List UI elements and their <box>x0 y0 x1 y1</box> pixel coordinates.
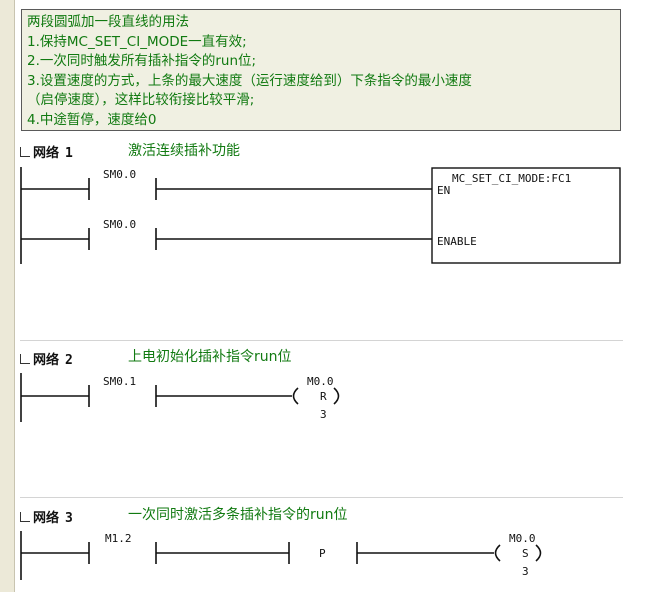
coil-right-arc <box>535 544 542 562</box>
contact-address[interactable]: SM0.0 <box>103 218 136 231</box>
contact-address[interactable]: SM0.0 <box>103 168 136 181</box>
network-number: 2 <box>65 353 73 368</box>
network-3-header[interactable]: 网络 3 <box>20 507 73 526</box>
coil-count[interactable]: 3 <box>522 565 529 578</box>
coil-address[interactable]: M0.0 <box>307 375 334 388</box>
collapse-icon[interactable] <box>20 354 30 364</box>
network-separator <box>20 497 623 498</box>
pin-enable: ENABLE <box>437 235 477 248</box>
comment-line: （启停速度），这样比较衔接比较平滑; <box>27 92 255 108</box>
network-2-header[interactable]: 网络 2 <box>20 349 73 368</box>
program-comment[interactable]: 两段圆弧加一段直线的用法 1.保持MC_SET_CI_MODE一直有效; 2.一… <box>21 9 621 131</box>
network-number: 3 <box>65 511 73 526</box>
comment-line: 两段圆弧加一段直线的用法 <box>27 14 189 30</box>
coil-address[interactable]: M0.0 <box>509 532 536 545</box>
coil-count[interactable]: 3 <box>320 408 327 421</box>
network-2-title[interactable]: 上电初始化插补指令run位 <box>128 349 292 365</box>
coil-type: R <box>320 390 327 403</box>
contact-address[interactable]: M1.2 <box>105 532 132 545</box>
collapse-icon[interactable] <box>20 147 30 157</box>
network-1-title[interactable]: 激活连续插补功能 <box>128 143 240 159</box>
network-1-header[interactable]: 网络 1 <box>20 142 73 161</box>
mc-set-ci-mode-box <box>431 167 621 264</box>
contact-address[interactable]: SM0.1 <box>103 375 136 388</box>
network-label: 网络 <box>33 511 60 526</box>
coil-right-arc <box>333 387 340 405</box>
network-label: 网络 <box>33 146 60 161</box>
comment-line: 1.保持MC_SET_CI_MODE一直有效; <box>27 33 247 50</box>
network-label: 网络 <box>33 353 60 368</box>
coil-left-arc <box>494 544 501 562</box>
box-title[interactable]: MC_SET_CI_MODE:FC1 <box>452 172 571 185</box>
coil-type: S <box>522 547 529 560</box>
pin-en: EN <box>437 184 450 197</box>
left-gutter <box>0 0 15 592</box>
network-3-title[interactable]: 一次同时激活多条插补指令的run位 <box>128 507 348 523</box>
comment-line: 4.中途暂停，速度给0 <box>27 111 157 128</box>
comment-line: 2.一次同时触发所有插补指令的run位; <box>27 53 257 69</box>
coil-left-arc <box>292 387 299 405</box>
collapse-icon[interactable] <box>20 512 30 522</box>
network-separator <box>20 340 623 341</box>
network-number: 1 <box>65 146 73 161</box>
edge-contact-label: P <box>319 547 326 560</box>
comment-line: 3.设置速度的方式，上条的最大速度（运行速度给到）下条指令的最小速度 <box>27 72 472 89</box>
